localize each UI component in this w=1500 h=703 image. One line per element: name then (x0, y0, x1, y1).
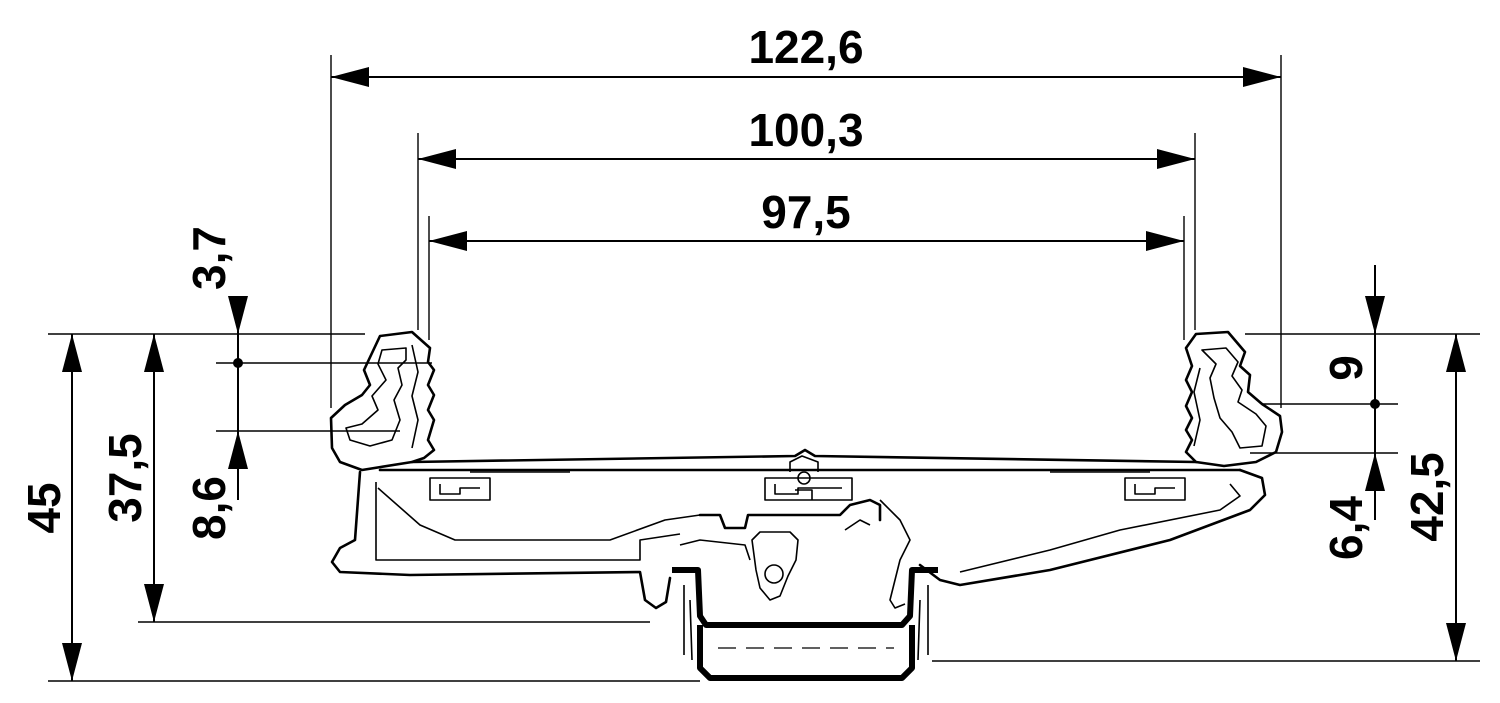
dim-label-8-6: 8,6 (183, 476, 235, 540)
dim-label-37-5: 37,5 (99, 433, 151, 523)
dim-label-6-4: 6,4 (1320, 496, 1372, 560)
dim-label-42-5: 42,5 (1401, 452, 1453, 542)
dimension-97-5: 97,5 (428, 186, 1185, 340)
din-rail (672, 567, 938, 681)
dimension-45: 45 (18, 333, 700, 682)
housing-profile (329, 330, 1284, 610)
dimension-3-7-and-8-6: 3,7 8,6 (183, 226, 432, 540)
dimension-100-3: 100,3 (417, 104, 1196, 330)
dim-label-122-6: 122,6 (748, 21, 863, 73)
dim-label-45: 45 (18, 482, 70, 533)
dim-label-9: 9 (1320, 355, 1372, 381)
dim-label-100-3: 100,3 (748, 104, 863, 156)
dim-label-3-7: 3,7 (183, 226, 235, 290)
dimension-37-5: 37,5 (99, 334, 650, 623)
dimension-122-6: 122,6 (330, 21, 1282, 408)
dimension-9-and-6-4: 9 6,4 (1250, 265, 1398, 560)
dimension-42-5: 42,5 (932, 333, 1480, 662)
dim-label-97-5: 97,5 (761, 186, 851, 238)
